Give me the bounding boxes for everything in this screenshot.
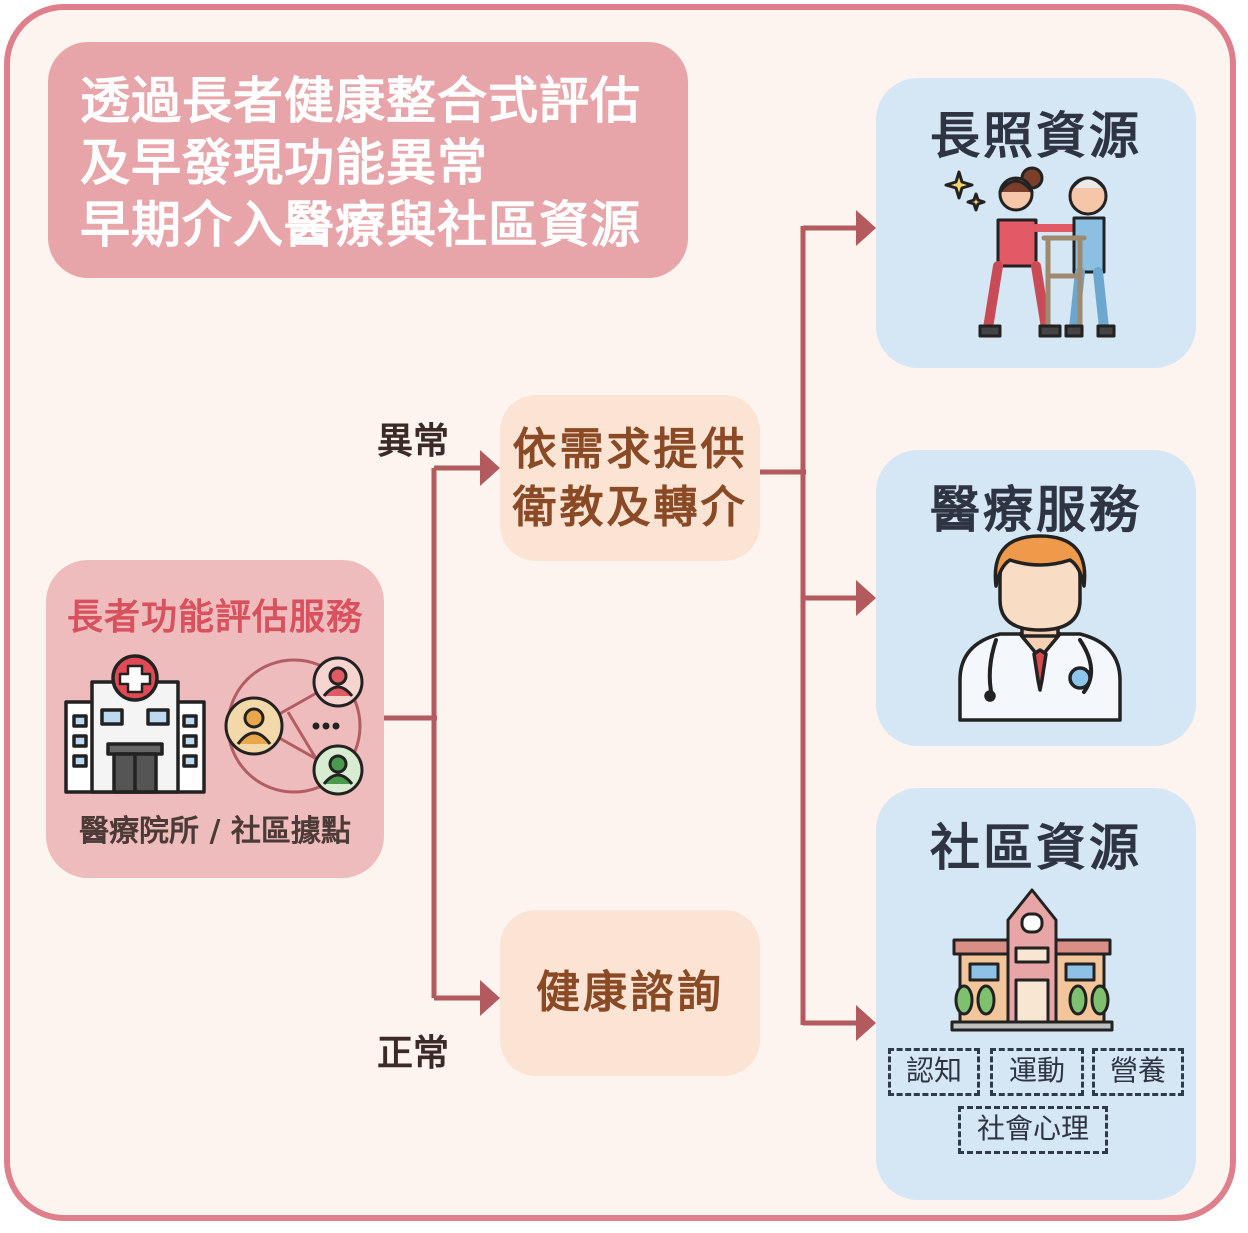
community-building-icon <box>950 888 1114 1032</box>
title-box: 透過長者健康整合式評估 及早發現功能異常 早期介入醫療與社區資源 <box>48 42 688 278</box>
health-consultation-box: 健康諮詢 <box>500 910 760 1076</box>
tag-social-psychology: 社會心理 <box>958 1106 1108 1154</box>
referral-line-1: 依需求提供 <box>512 424 748 475</box>
community-title: 社區資源 <box>930 819 1142 877</box>
normal-label: 正常 <box>377 1033 450 1074</box>
caregiver-elder-walker-icon <box>944 166 1116 338</box>
normal-arrow-icon <box>480 980 500 1016</box>
community-arrow-icon <box>856 1005 876 1041</box>
title-line-1: 透過長者健康整合式評估 <box>80 72 641 130</box>
referral-box: 依需求提供 衛教及轉介 <box>500 395 760 561</box>
title-line-2: 及早發現功能異常 <box>80 134 488 192</box>
title-line-3: 早期介入醫療與社區資源 <box>80 196 641 254</box>
tag-cognition: 認知 <box>888 1048 980 1096</box>
referral-line-2: 衛教及轉介 <box>512 482 748 533</box>
community-network-icon <box>224 656 364 796</box>
ltc-arrow-icon <box>856 210 876 246</box>
medical-title: 醫療服務 <box>930 481 1142 539</box>
abnormal-label: 異常 <box>377 421 450 462</box>
medical-arrow-icon <box>856 580 876 616</box>
consultation-text: 健康諮詢 <box>536 967 724 1018</box>
hospital-icon <box>64 654 206 794</box>
abnormal-arrow-icon <box>480 450 500 486</box>
tag-nutrition: 營養 <box>1092 1048 1184 1096</box>
service-subtitle: 醫療院所 / 社區據點 <box>79 814 351 849</box>
tag-exercise: 運動 <box>990 1048 1084 1096</box>
ltc-title: 長照資源 <box>930 107 1142 165</box>
service-title: 長者功能評估服務 <box>66 597 363 638</box>
doctor-icon <box>958 534 1122 722</box>
